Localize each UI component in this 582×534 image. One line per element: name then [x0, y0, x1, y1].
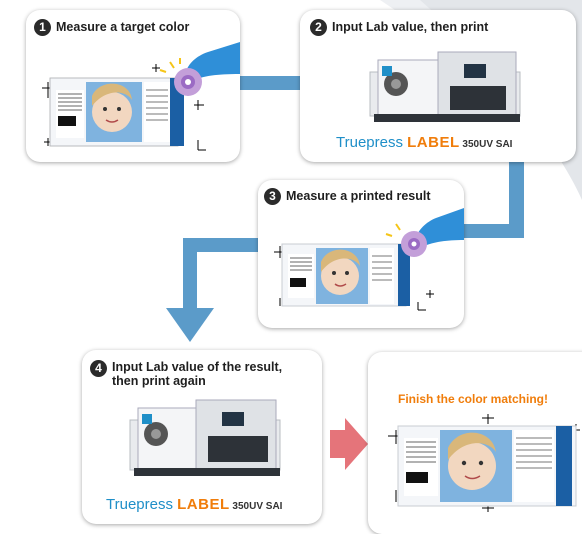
step-3-title: Measure a printed result [286, 189, 431, 204]
brand-name-part2: LABEL [407, 134, 460, 151]
label-sample-icon [388, 414, 580, 512]
brand-name-part1: Truepress [106, 496, 178, 513]
connector-3-4-horizontal [183, 238, 261, 252]
finish-card: Finish the color matching! [368, 352, 582, 534]
step-2-brand: Truepress LABEL 350UV SAI [336, 134, 512, 151]
label-sample-icon [42, 64, 206, 151]
connector-3-4-vertical [183, 238, 197, 310]
brand-model: 350UV SAI [459, 139, 513, 150]
connector-2-3-horizontal [462, 224, 524, 238]
connector-2-3-vertical [509, 160, 524, 238]
arrow-right-pink [330, 418, 368, 470]
step-4-number: 4 [90, 360, 107, 377]
label-sample-icon [274, 243, 434, 311]
step-4-brand: Truepress LABEL 350UV SAI [106, 496, 282, 513]
step-4-title-line1: Input Lab value of the result, [112, 360, 283, 374]
step-1-number: 1 [34, 19, 51, 36]
brand-name-part2: LABEL [177, 496, 230, 513]
step-1-title: Measure a target color [56, 20, 190, 35]
finish-text: Finish the color matching! [398, 392, 549, 406]
step-3-card: 3 Measure a printed result [258, 180, 464, 328]
printer-icon [369, 51, 521, 122]
step-2-number: 2 [310, 19, 327, 36]
hand-pointer-icon [159, 42, 240, 96]
step-2-card: 2 Input Lab value, then print Truepress … [300, 10, 576, 162]
step-3-number: 3 [264, 188, 281, 205]
step-4-card: 4 Input Lab value of the result, then pr… [82, 350, 322, 524]
arrow-down [166, 308, 214, 342]
brand-name-part1: Truepress [336, 134, 408, 151]
step-1-card: 1 Measure a target color [26, 10, 240, 162]
brand-model: 350UV SAI [229, 501, 283, 512]
step-4-title-line2: then print again [112, 374, 206, 389]
connector-1-2 [240, 76, 304, 90]
printer-icon [129, 399, 281, 476]
step-2-title: Input Lab value, then print [332, 20, 489, 35]
spectrophotometer-icon [385, 208, 464, 257]
